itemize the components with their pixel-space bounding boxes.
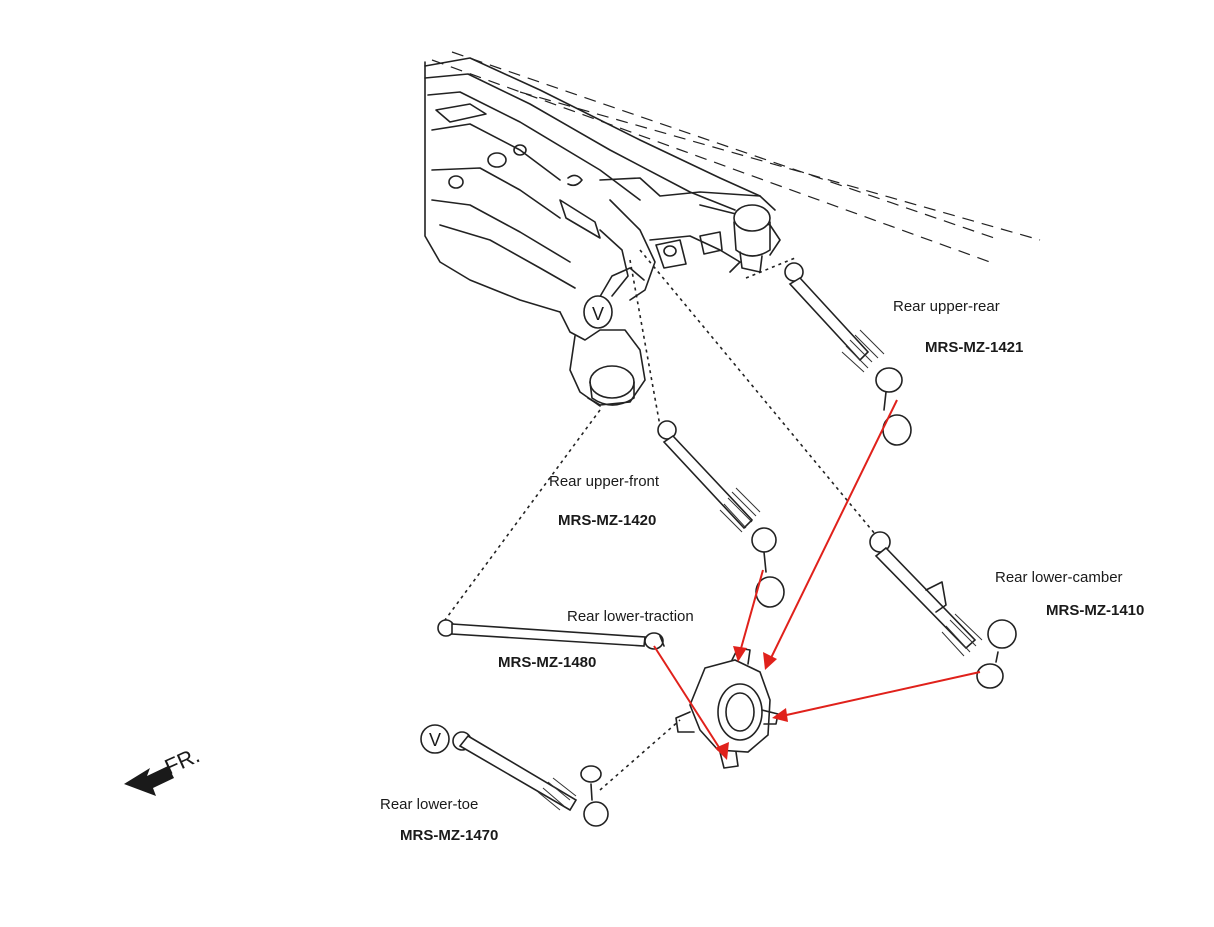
svg-text:V: V — [429, 730, 441, 750]
label-rear-lower-camber: Rear lower-camber MRS-MZ-1410 — [995, 569, 1144, 619]
svg-text:Rear upper-front: Rear upper-front — [549, 473, 660, 490]
label-rear-lower-toe: Rear lower-toe MRS-MZ-1470 — [380, 796, 498, 844]
svg-text:MRS-MZ-1410: MRS-MZ-1410 — [1046, 602, 1144, 619]
svg-text:Rear lower-traction: Rear lower-traction — [567, 608, 694, 625]
svg-text:V: V — [592, 304, 604, 324]
arm-rear-lower-traction — [437, 619, 665, 650]
arm-rear-lower-toe — [452, 731, 609, 827]
rear-subframe — [424, 51, 1041, 407]
svg-text:Rear lower-toe: Rear lower-toe — [380, 796, 478, 813]
label-rear-lower-traction: Rear lower-traction MRS-MZ-1480 — [498, 608, 694, 671]
svg-text:MRS-MZ-1421: MRS-MZ-1421 — [925, 339, 1023, 356]
svg-text:MRS-MZ-1420: MRS-MZ-1420 — [558, 512, 656, 529]
arm-rear-lower-camber — [869, 531, 1017, 689]
arm-rear-upper-front — [657, 420, 785, 608]
v-marker-subframe: V — [583, 295, 613, 329]
label-rear-upper-front: Rear upper-front MRS-MZ-1420 — [549, 473, 660, 529]
red-assembly-arrows — [653, 399, 981, 760]
svg-text:MRS-MZ-1470: MRS-MZ-1470 — [400, 827, 498, 844]
svg-text:Rear lower-camber: Rear lower-camber — [995, 569, 1123, 586]
svg-text:MRS-MZ-1480: MRS-MZ-1480 — [498, 654, 596, 671]
front-direction-arrow: FR. — [124, 742, 203, 796]
arm-rear-upper-rear — [784, 262, 912, 446]
rear-knuckle-hub — [675, 647, 779, 769]
front-arrow-icon — [124, 766, 174, 796]
label-rear-upper-rear: Rear upper-rear MRS-MZ-1421 — [893, 298, 1023, 356]
v-marker-lower-toe: V — [420, 724, 450, 754]
assembly-guides — [444, 249, 881, 791]
svg-text:Rear upper-rear: Rear upper-rear — [893, 298, 1000, 315]
